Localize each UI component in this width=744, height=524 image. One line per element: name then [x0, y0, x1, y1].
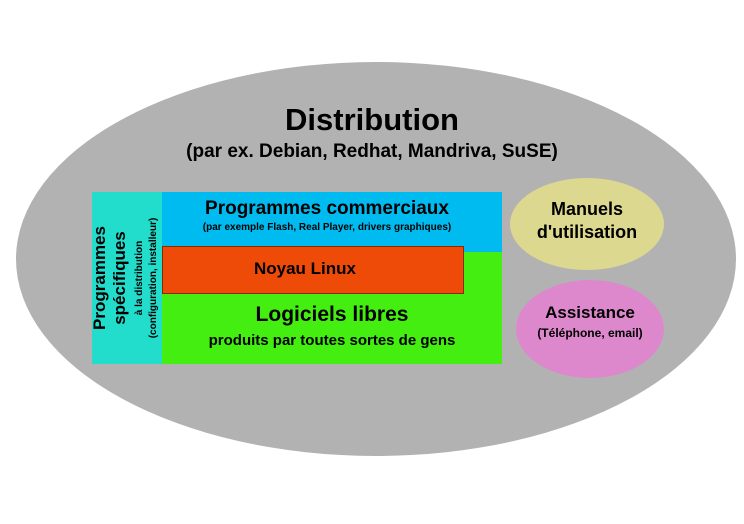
commercial-programs-box: [162, 192, 502, 252]
manuals-title-line2: d'utilisation: [536, 222, 638, 242]
assistance-subtitle: (Téléphone, email): [537, 326, 643, 340]
specific-programs-note-1: à la distribution: [134, 240, 145, 316]
free-software-title: Logiciels libres: [255, 303, 409, 326]
linux-kernel-title: Noyau Linux: [253, 259, 356, 278]
specific-programs-note-2: (configuration, installeur): [148, 217, 159, 339]
free-software-subtitle: produits par toutes sortes de gens: [208, 332, 456, 349]
manuals-ellipse: [510, 178, 664, 270]
specific-programs-label-2: spécifiques: [110, 231, 129, 325]
linux-kernel-box: [162, 246, 464, 294]
commercial-programs-title: Programmes commerciaux: [205, 198, 449, 219]
assistance-ellipse: [516, 280, 664, 378]
specific-programs-box: [92, 192, 162, 364]
assistance-title: Assistance: [545, 303, 635, 322]
manuals-title-line1: Manuels: [550, 199, 624, 219]
distribution-subtitle: (par ex. Debian, Redhat, Mandriva, SuSE): [186, 141, 558, 162]
commercial-programs-subtitle: (par exemple Flash, Real Player, drivers…: [202, 222, 452, 233]
distribution-title: Distribution: [285, 102, 459, 137]
specific-programs-label-1: Programmes: [90, 226, 109, 330]
